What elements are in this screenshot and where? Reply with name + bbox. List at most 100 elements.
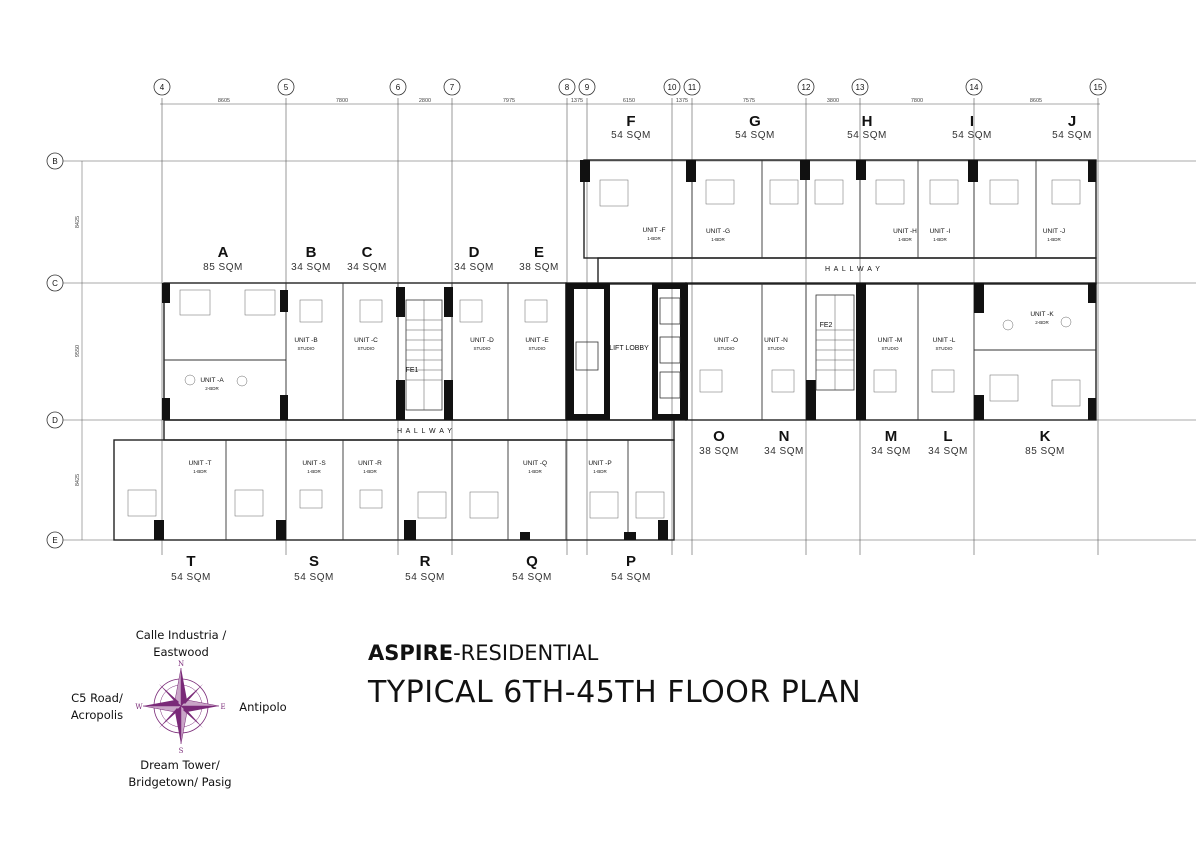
- unit-letter: G: [749, 113, 761, 130]
- unit-letter: L: [943, 428, 953, 445]
- svg-text:7: 7: [450, 83, 455, 92]
- dim-label: 7575: [743, 98, 755, 104]
- unit-area: 34 SQM: [928, 446, 968, 457]
- grid-bubble-col: 8: [558, 78, 576, 96]
- unit-label: UNIT -L: [933, 337, 956, 344]
- grid-bubble-row: C: [46, 274, 64, 292]
- grid-bubble-col: 12: [797, 78, 815, 96]
- unit-label: UNIT -N: [764, 337, 788, 344]
- dim-label: 6150: [623, 98, 635, 104]
- dim-label: 2800: [419, 98, 431, 104]
- unit-label: UNIT -P: [588, 460, 611, 467]
- direction-south-label: Dream Tower/ Bridgetown/ Pasig: [128, 758, 232, 789]
- svg-text:15: 15: [1094, 83, 1103, 92]
- svg-text:11: 11: [688, 83, 697, 92]
- plan-labels: H A L L W A Y H A L L W A Y LIFT LOBBY F…: [189, 227, 1066, 474]
- unit-label: UNIT -A: [200, 377, 224, 384]
- dim-label: 8425: [75, 216, 81, 228]
- unit-type: STUDIO: [473, 346, 491, 351]
- dim-label: 8605: [218, 98, 230, 104]
- fixtures: [127, 179, 1081, 519]
- unit-type: 1-BDR: [307, 469, 321, 474]
- unit-type: STUDIO: [297, 346, 315, 351]
- unit-label: UNIT -C: [354, 337, 378, 344]
- unit-label: UNIT -F: [643, 227, 666, 234]
- svg-text:C: C: [52, 279, 58, 288]
- unit-area: 54 SQM: [611, 572, 651, 583]
- grid-bubble-col: 13: [851, 78, 869, 96]
- unit-letter: R: [419, 553, 431, 570]
- svg-text:8: 8: [565, 83, 570, 92]
- unit-area: 34 SQM: [871, 446, 911, 457]
- brand-name: ASPIRE: [368, 641, 454, 665]
- unit-label: UNIT -D: [470, 337, 494, 344]
- unit-area: 54 SQM: [1052, 130, 1092, 141]
- fe2-label: FE2: [820, 322, 833, 329]
- direction-east-label: Antipolo: [239, 700, 287, 714]
- unit-type: STUDIO: [357, 346, 375, 351]
- unit-area: 54 SQM: [847, 130, 887, 141]
- unit-label: UNIT -M: [878, 337, 902, 344]
- dim-label: 1375: [676, 98, 688, 104]
- dim-label: 1375: [571, 98, 583, 104]
- unit-label: UNIT -G: [706, 228, 730, 235]
- unit-label: UNIT -O: [714, 337, 738, 344]
- svg-text:12: 12: [802, 83, 811, 92]
- fe1-label: FE1: [406, 367, 419, 374]
- unit-area: 54 SQM: [611, 130, 651, 141]
- unit-type: 1-BDR: [593, 469, 607, 474]
- unit-letter: O: [713, 428, 725, 445]
- dim-label: 8605: [1030, 98, 1042, 104]
- compass-e: E: [220, 703, 225, 711]
- dim-label: 7800: [336, 98, 348, 104]
- unit-area: 54 SQM: [405, 572, 445, 583]
- unit-area: 54 SQM: [735, 130, 775, 141]
- unit-area: 34 SQM: [454, 262, 494, 273]
- svg-text:14: 14: [970, 83, 979, 92]
- grid-lines: [62, 98, 1196, 555]
- svg-text:6: 6: [396, 83, 401, 92]
- unit-letter: I: [969, 113, 975, 130]
- svg-text:D: D: [52, 416, 58, 425]
- unit-area: 85 SQM: [1025, 446, 1065, 457]
- unit-label: UNIT -K: [1030, 311, 1054, 318]
- unit-area: 54 SQM: [171, 572, 211, 583]
- dim-label: 8425: [75, 474, 81, 486]
- svg-text:9: 9: [585, 83, 590, 92]
- lifts: [575, 297, 681, 399]
- unit-letter: K: [1039, 428, 1051, 445]
- grid-bubble-col: 6: [389, 78, 407, 96]
- walls: [113, 159, 1097, 541]
- grid-bubble-col: 7: [443, 78, 461, 96]
- project-title: ASPIRE-RESIDENTIAL: [368, 641, 598, 665]
- stairs: [405, 294, 855, 411]
- unit-type: STUDIO: [717, 346, 735, 351]
- unit-type: 1-BDR: [528, 469, 542, 474]
- unit-type: 1-BDR: [647, 236, 661, 241]
- grid-bubble-row: E: [46, 531, 64, 549]
- dim-label: 7975: [503, 98, 515, 104]
- unit-type: STUDIO: [881, 346, 899, 351]
- structural-columns: [154, 160, 1096, 540]
- unit-type: 1-BDR: [193, 469, 207, 474]
- svg-text:B: B: [52, 157, 57, 166]
- unit-label: UNIT -R: [358, 460, 382, 467]
- unit-letter: J: [1067, 113, 1077, 130]
- unit-letter: N: [778, 428, 790, 445]
- grid-bubble-col: 11: [683, 78, 701, 96]
- grid-bubble-col: 5: [277, 78, 295, 96]
- grid-bubble-row: B: [46, 152, 64, 170]
- grid-bubble-row: D: [46, 411, 64, 429]
- unit-type: 1-BDR: [898, 237, 912, 242]
- unit-type: 1-BDR: [933, 237, 947, 242]
- dim-label: 9550: [75, 345, 81, 357]
- svg-text:4: 4: [160, 83, 165, 92]
- unit-area: 34 SQM: [291, 262, 331, 273]
- unit-label: UNIT -I: [930, 228, 951, 235]
- grid-bubble-col: 10: [663, 78, 681, 96]
- unit-type: 2-BDR: [205, 386, 219, 391]
- unit-area: 54 SQM: [294, 572, 334, 583]
- unit-letter: H: [861, 113, 873, 130]
- grid-bubble-col: 14: [965, 78, 983, 96]
